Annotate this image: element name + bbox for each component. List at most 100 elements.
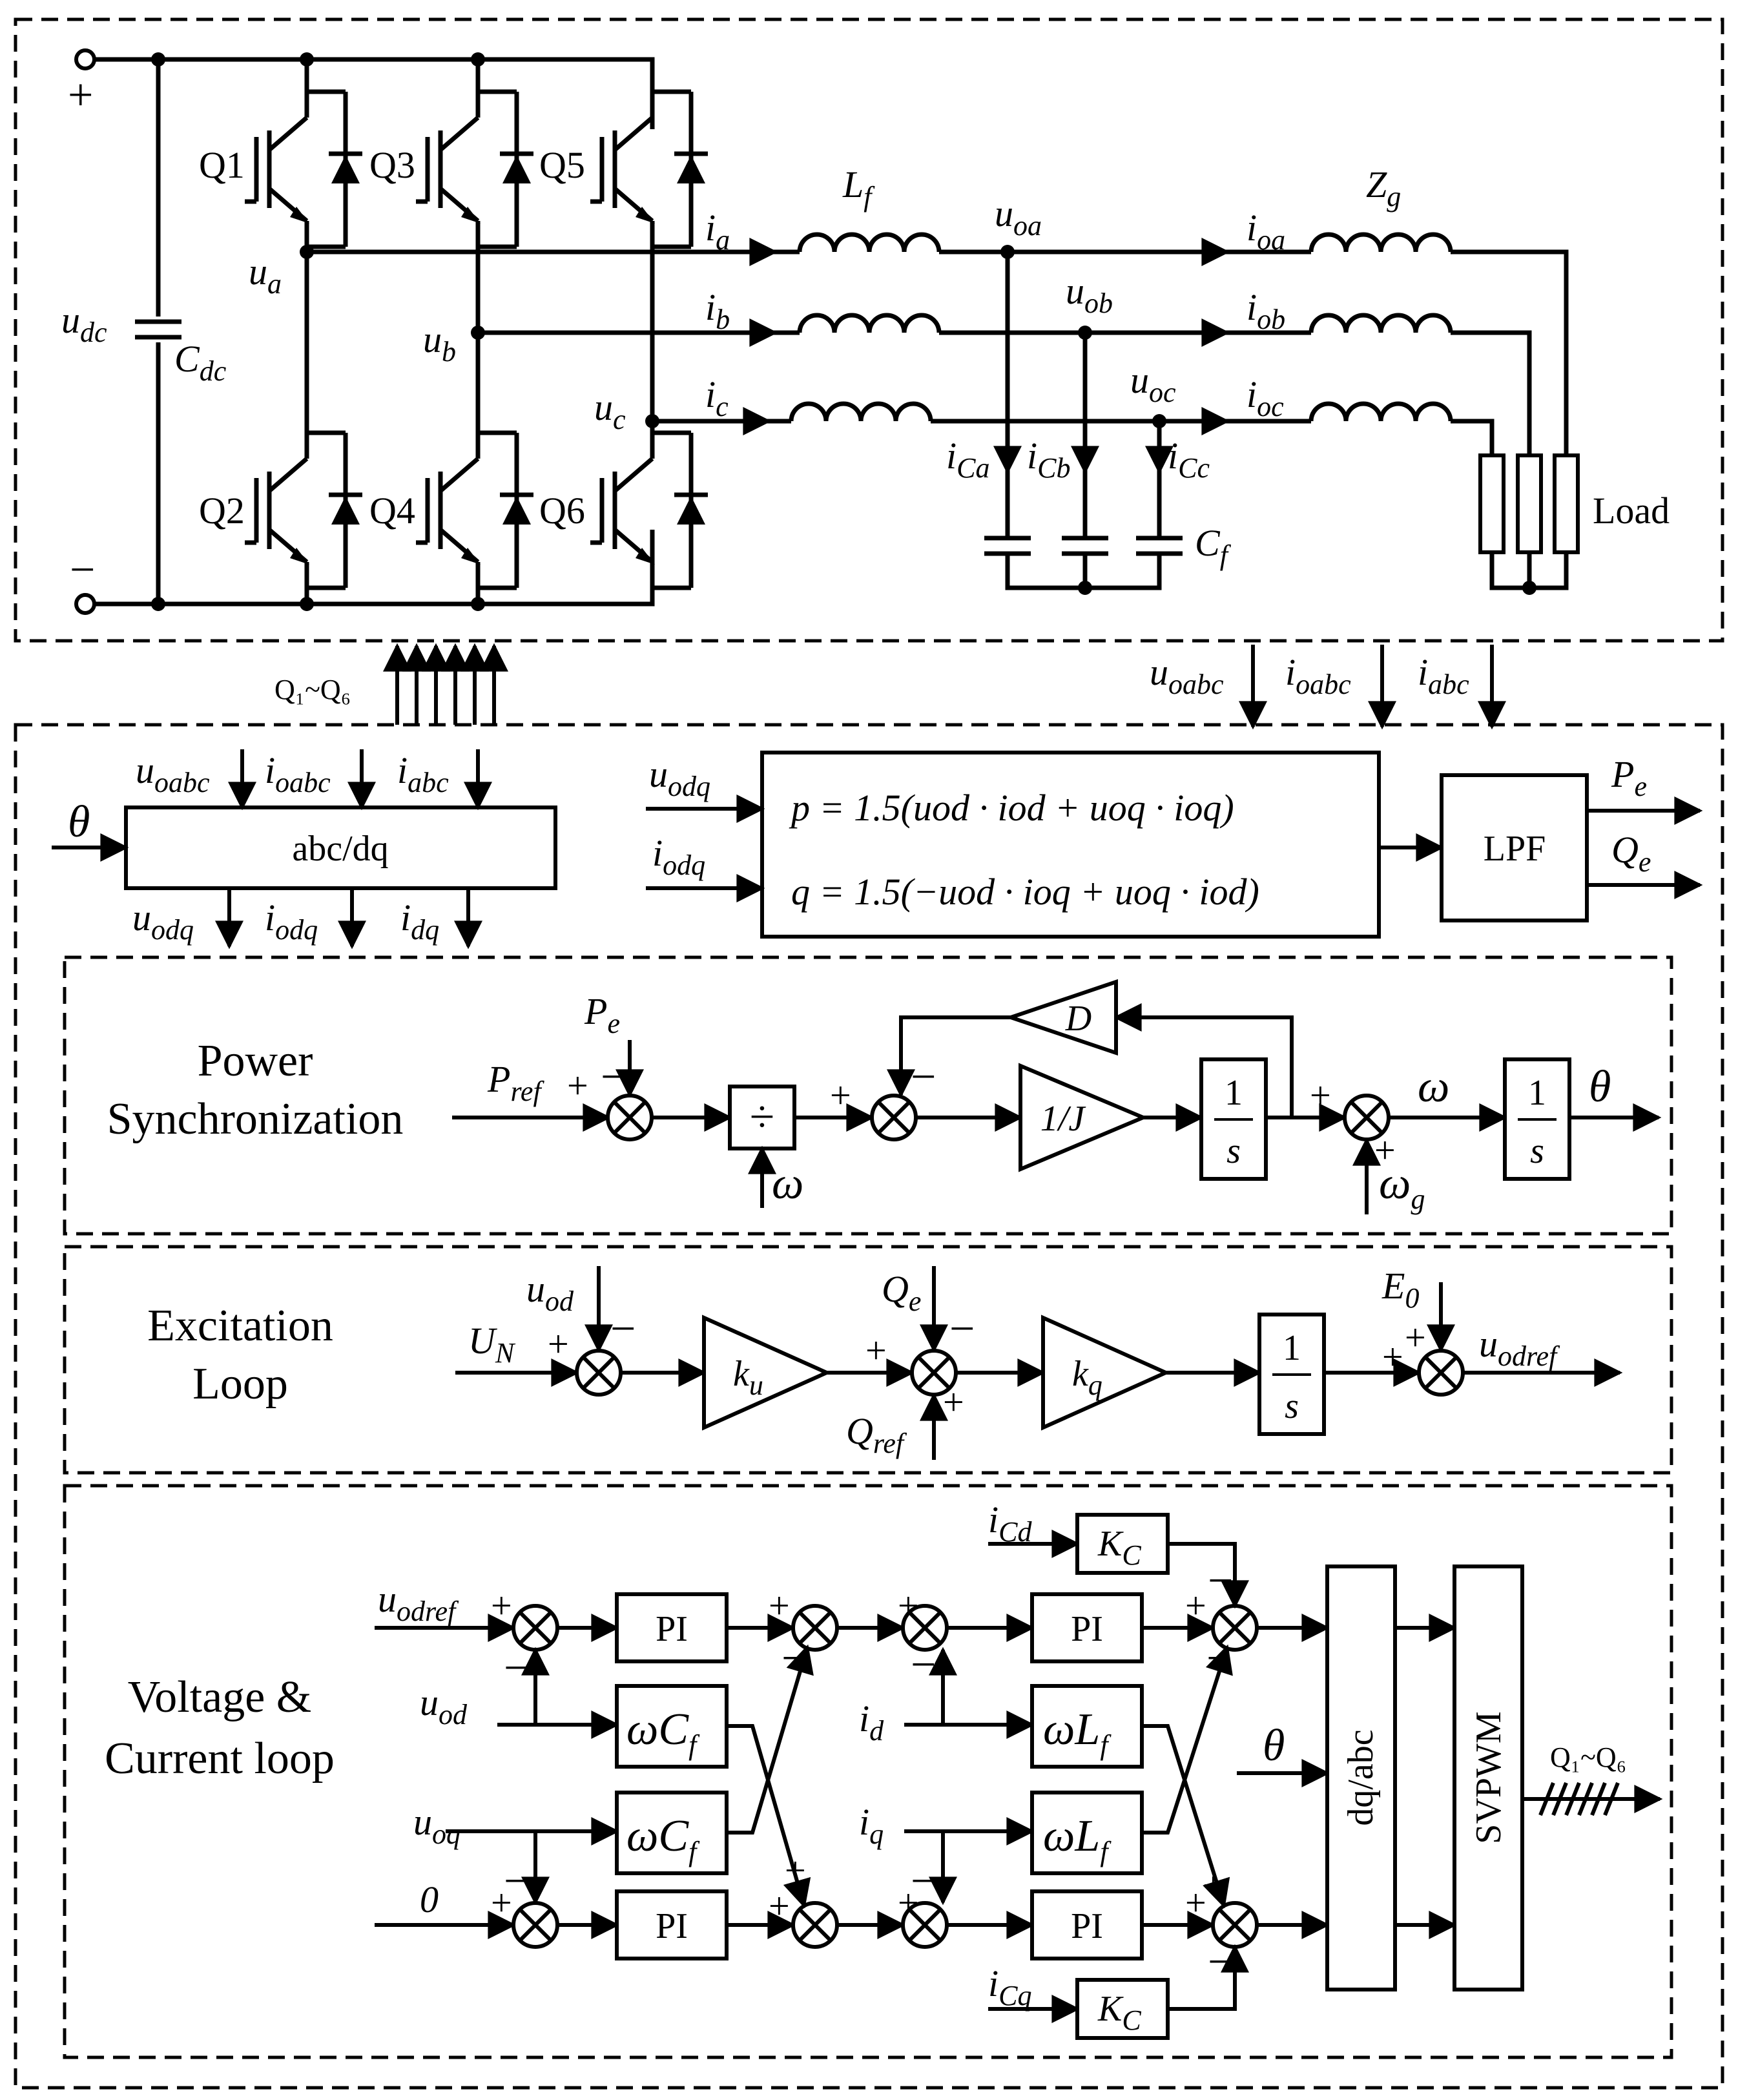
igbt-q6 bbox=[590, 433, 708, 588]
vc-icd-label: iCd bbox=[988, 1499, 1032, 1548]
vc-sign-plus-5: + bbox=[769, 1885, 790, 1927]
cdc-label: Cdc bbox=[174, 338, 227, 387]
ex-sum-1 bbox=[577, 1351, 621, 1395]
pi-voltage-d-label: PI bbox=[656, 1609, 688, 1649]
lf-label: Lf bbox=[842, 163, 875, 213]
excitation-title-2: Loop bbox=[192, 1359, 288, 1409]
power-sync-title-1: Power bbox=[198, 1036, 313, 1086]
ioabc-meas-label: ioabc bbox=[1285, 651, 1351, 700]
ps-omega-out-label: ω bbox=[1418, 1062, 1449, 1112]
vc-sign-minus-2: − bbox=[504, 1856, 529, 1906]
impedance-zg-c bbox=[1311, 404, 1451, 421]
ex-kq-label: kq bbox=[1072, 1354, 1102, 1401]
control-panel bbox=[14, 723, 1724, 2090]
vc-sign-minus-6: − bbox=[1208, 1556, 1233, 1606]
ica-label: iCa bbox=[946, 435, 989, 484]
impedance-zg-b bbox=[1311, 315, 1451, 333]
svg-text:1: 1 bbox=[1225, 1073, 1243, 1113]
ex-un-label: UN bbox=[468, 1320, 516, 1369]
svg-text:LPF: LPF bbox=[1484, 829, 1546, 869]
igbt-leg-a bbox=[245, 59, 362, 604]
vc-sign-minus-8: − bbox=[1208, 1937, 1233, 1987]
switch-q3-label: Q3 bbox=[369, 144, 415, 186]
ic-label: ic bbox=[705, 373, 729, 422]
ua-label: ua bbox=[249, 251, 282, 300]
vc-sign-minus-3: − bbox=[781, 1634, 807, 1683]
ex-qref-label: Qref bbox=[846, 1410, 907, 1459]
vc-loop bbox=[375, 1513, 1663, 2040]
svg-text:D: D bbox=[1065, 999, 1091, 1039]
vc-sign-plus-4: + bbox=[785, 1849, 806, 1891]
abcdq-theta-label: θ bbox=[68, 797, 90, 847]
ioc-label: ioc bbox=[1247, 373, 1284, 422]
uoabc-meas-label: uoabc bbox=[1150, 651, 1224, 700]
vc-sign-minus-1: − bbox=[504, 1643, 529, 1693]
inv-j-gain bbox=[1019, 1063, 1148, 1172]
kq-gain bbox=[1041, 1315, 1171, 1431]
ku-gain bbox=[702, 1315, 832, 1431]
igbt-leg-b bbox=[416, 59, 533, 604]
ps-plus-2: + bbox=[830, 1074, 851, 1116]
iob-label: iob bbox=[1247, 286, 1285, 335]
dc-minus-label: − bbox=[70, 545, 95, 595]
dq-abc-label: dq/abc bbox=[1341, 1729, 1381, 1825]
vc-sign-plus-7: + bbox=[898, 1882, 919, 1924]
dc-plus-label: + bbox=[68, 70, 93, 120]
icc-label: iCc bbox=[1168, 435, 1210, 484]
vc-gate-out-label: Q₁~Q₆ bbox=[1550, 1741, 1626, 1773]
ps-omega-div-label: ω bbox=[772, 1159, 803, 1209]
ps-pe-label: Pe bbox=[584, 990, 620, 1039]
ex-ku-label: ku bbox=[733, 1354, 763, 1401]
vc-iq-label: iq bbox=[859, 1801, 884, 1850]
ib-label: ib bbox=[705, 286, 730, 335]
ex-plus-2: + bbox=[865, 1329, 887, 1371]
lpf-block bbox=[1440, 773, 1589, 922]
vc-zero-label: 0 bbox=[420, 1878, 439, 1920]
filter-network bbox=[307, 234, 1451, 595]
svg-text:÷: ÷ bbox=[750, 1092, 774, 1142]
vc-sign-plus-3: + bbox=[769, 1585, 790, 1627]
ps-pref-label: Pref bbox=[487, 1058, 544, 1107]
igbt-q2 bbox=[245, 433, 362, 588]
kc-d bbox=[1075, 1513, 1170, 1575]
cf-label: Cf bbox=[1195, 522, 1232, 571]
abc-dq-block bbox=[124, 806, 557, 890]
vc-title-2: Current loop bbox=[105, 1734, 335, 1783]
vc-sign-plus-9: + bbox=[1185, 1882, 1206, 1924]
uob-label: uob bbox=[1066, 270, 1113, 319]
vc-sign-plus-10: + bbox=[1203, 1864, 1224, 1906]
ps-minus-2: − bbox=[911, 1052, 936, 1102]
zg-label: Zg bbox=[1366, 163, 1401, 213]
wlf-d bbox=[1030, 1684, 1144, 1769]
ex-plus-5: + bbox=[1382, 1336, 1403, 1378]
ex-plus-3: + bbox=[943, 1381, 964, 1423]
power-sync-title-2: Synchronization bbox=[107, 1094, 404, 1144]
power-in-iodq: iodq bbox=[652, 832, 705, 881]
ex-out-label: uodref bbox=[1479, 1323, 1560, 1372]
vc-icq-label: iCq bbox=[988, 1962, 1031, 2012]
power-eq-q: q = 1.5(−uod · ioq + uoq · iod) bbox=[791, 871, 1259, 913]
vc-sign-minus-7: − bbox=[1206, 1634, 1232, 1683]
gate-signal-arrows bbox=[383, 643, 508, 725]
ps-plus-1: + bbox=[567, 1065, 588, 1107]
vc-sign-plus-2: + bbox=[491, 1882, 512, 1924]
ps-sum-2 bbox=[872, 1096, 916, 1139]
power-equation-block bbox=[760, 751, 1381, 939]
abcdq-out-idq: idq bbox=[400, 897, 439, 946]
vc-sign-plus-1: + bbox=[491, 1585, 512, 1627]
pi-voltage-q-label: PI bbox=[656, 1906, 688, 1946]
pi-voltage-q bbox=[615, 1889, 729, 1960]
svg-text:abc/dq: abc/dq bbox=[292, 829, 388, 869]
abcdq-in-iabc: iabc bbox=[397, 749, 449, 798]
switch-q5-label: Q5 bbox=[539, 144, 585, 186]
capacitor-cf-c bbox=[1136, 538, 1183, 554]
pi-current-q-label: PI bbox=[1071, 1906, 1103, 1946]
power-sync-loop: ÷ 1/J 1 s D 1 s bbox=[452, 979, 1662, 1214]
pi-current-d bbox=[1030, 1592, 1144, 1663]
inductor-lf-c bbox=[791, 404, 931, 421]
capacitor-cf-b bbox=[1062, 538, 1108, 554]
svg-text:s: s bbox=[1285, 1386, 1299, 1426]
vc-sign-plus-8: + bbox=[1185, 1585, 1206, 1627]
abcdq-out-iodq: iodq bbox=[265, 897, 318, 946]
